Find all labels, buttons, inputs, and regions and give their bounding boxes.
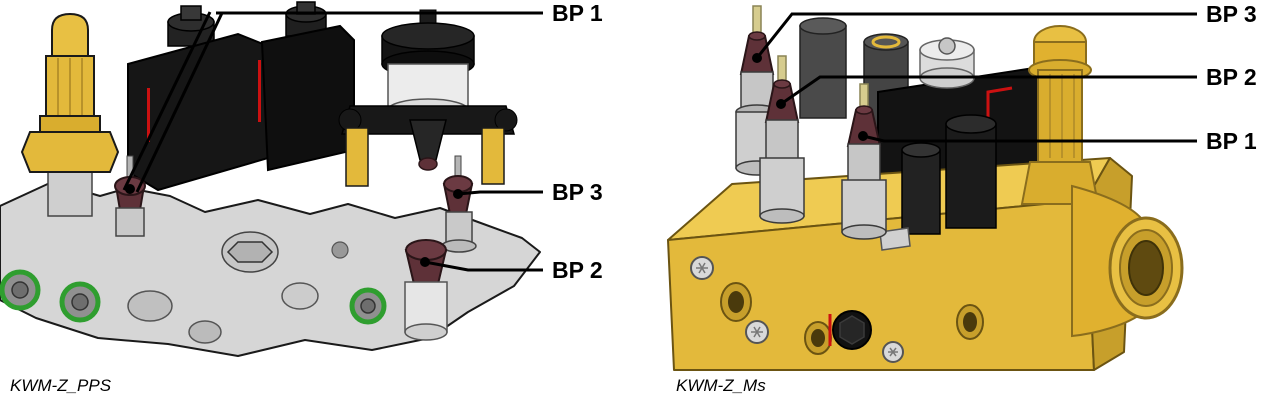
callout-label-bp1: BP 1 bbox=[552, 0, 603, 26]
gold-valve bbox=[1020, 25, 1100, 205]
counterbore-port bbox=[720, 282, 752, 322]
hex-nut bbox=[20, 131, 120, 173]
gray-spacer bbox=[879, 227, 911, 251]
black-cylinder bbox=[901, 142, 941, 235]
solenoid-coil-1 bbox=[127, 5, 269, 192]
figure-kwm-z-pps: BP 1 BP 3 BP 2 bbox=[0, 0, 603, 357]
pressure-sensor-bp2 bbox=[759, 55, 805, 224]
rear-cylinder bbox=[799, 17, 847, 119]
figure-caption-kwm-z-ms: KWM-Z_Ms bbox=[676, 376, 766, 395]
yellow-standoff bbox=[481, 127, 505, 185]
callout-label-bp3: BP 3 bbox=[552, 179, 603, 205]
callout-leader-bp1 bbox=[862, 134, 1197, 143]
figure-caption-kwm-z-pps: KWM-Z_PPS bbox=[10, 376, 112, 395]
red-accent bbox=[147, 88, 150, 142]
pipe-bore bbox=[1128, 240, 1164, 296]
pressure-sensor-bp1 bbox=[841, 83, 887, 240]
counterbore-port bbox=[804, 321, 832, 355]
oring-port bbox=[349, 287, 387, 325]
black-cylinder bbox=[945, 114, 997, 229]
figure-kwm-z-ms: BP 3 BP 2 BP 1 bbox=[667, 1, 1257, 371]
red-accent bbox=[258, 60, 261, 122]
yellow-standoff bbox=[345, 127, 369, 187]
elbow-pipe bbox=[1071, 184, 1184, 338]
callout-label-bp2: BP 2 bbox=[1206, 64, 1257, 90]
pressure-sensor-bp3 bbox=[441, 155, 477, 253]
callout-leader-bp2 bbox=[780, 75, 1197, 106]
torx-screw bbox=[690, 256, 714, 280]
block-port bbox=[127, 290, 173, 322]
block-hole bbox=[331, 241, 349, 259]
pressure-sensor-bp2 bbox=[404, 239, 448, 341]
block-port bbox=[281, 282, 319, 310]
white-solenoid-assembly bbox=[338, 9, 518, 187]
counterbore-port bbox=[956, 304, 984, 340]
callout-label-bp3: BP 3 bbox=[1206, 1, 1257, 27]
callout-label-bp2: BP 2 bbox=[552, 257, 603, 283]
callout-label-bp1: BP 1 bbox=[1206, 128, 1257, 154]
oring-port bbox=[0, 269, 41, 311]
callouts-left: BP 1 BP 3 BP 2 bbox=[122, 0, 603, 283]
callout-leader-bp3 bbox=[755, 12, 1197, 59]
yellow-valve bbox=[20, 12, 120, 217]
callout-leader-bp3 bbox=[457, 190, 543, 196]
callout-leader-bp2 bbox=[424, 260, 543, 272]
oring-port bbox=[59, 281, 101, 323]
torx-screw bbox=[882, 341, 904, 363]
callout-leader-bp1 bbox=[122, 11, 212, 191]
hex-plug bbox=[828, 310, 872, 350]
callouts-right: BP 3 BP 2 BP 1 bbox=[752, 1, 1257, 154]
callout-leader-bp1 bbox=[135, 12, 224, 193]
torx-screw bbox=[745, 320, 769, 344]
block-port bbox=[188, 320, 222, 344]
hex-bolt bbox=[938, 37, 956, 55]
center-cone bbox=[409, 119, 447, 161]
solenoid-coil-2 bbox=[258, 1, 355, 172]
silver-cylinder bbox=[919, 37, 975, 89]
callout-dot-bp1 bbox=[125, 184, 135, 194]
hex-socket bbox=[226, 241, 274, 263]
